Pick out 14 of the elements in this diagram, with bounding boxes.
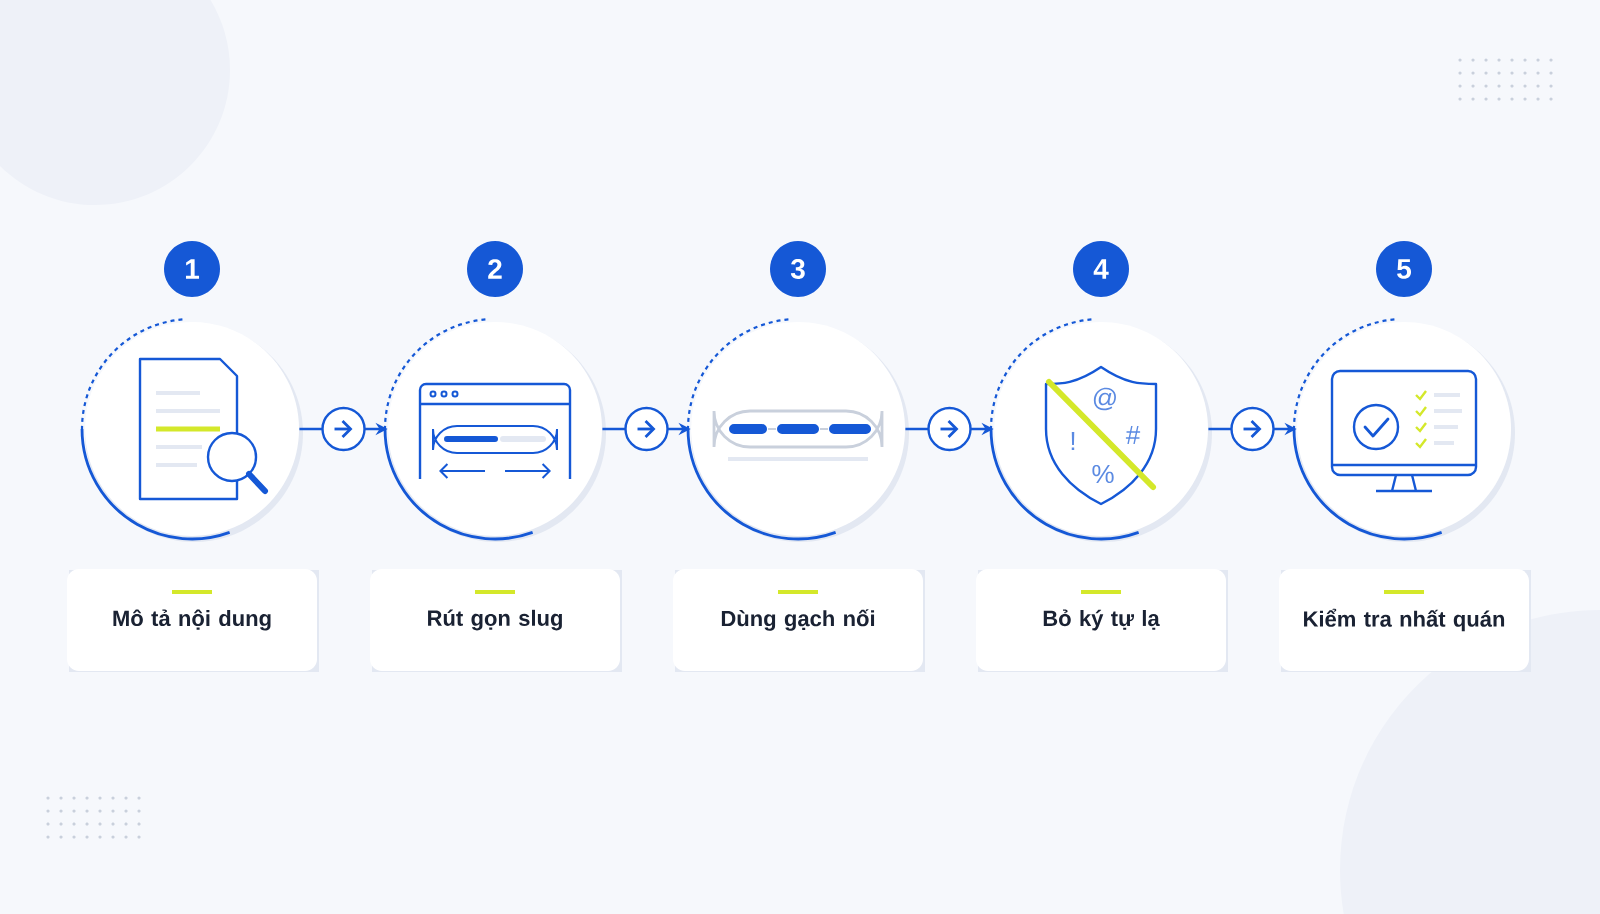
- step-card: Kiểm tra nhất quán: [1279, 569, 1531, 672]
- step-card: Mô tả nội dung: [67, 569, 319, 672]
- number-badge: 4: [1073, 241, 1129, 297]
- number-badge: 1: [164, 241, 220, 297]
- step-card: Bỏ ký tự lạ: [976, 569, 1228, 672]
- number-badge: 3: [770, 241, 826, 297]
- symbol-text: !: [1071, 432, 1075, 450]
- step-card: Rút gọn slug: [370, 569, 622, 672]
- step-card: Dùng gạch nối: [673, 569, 925, 672]
- number-badge: 5: [1376, 241, 1432, 297]
- symbol-text: %: [1092, 464, 1114, 484]
- symbol-text: #: [1125, 426, 1141, 444]
- number-badge: 2: [467, 241, 523, 297]
- symbol-text: @: [1093, 387, 1116, 411]
